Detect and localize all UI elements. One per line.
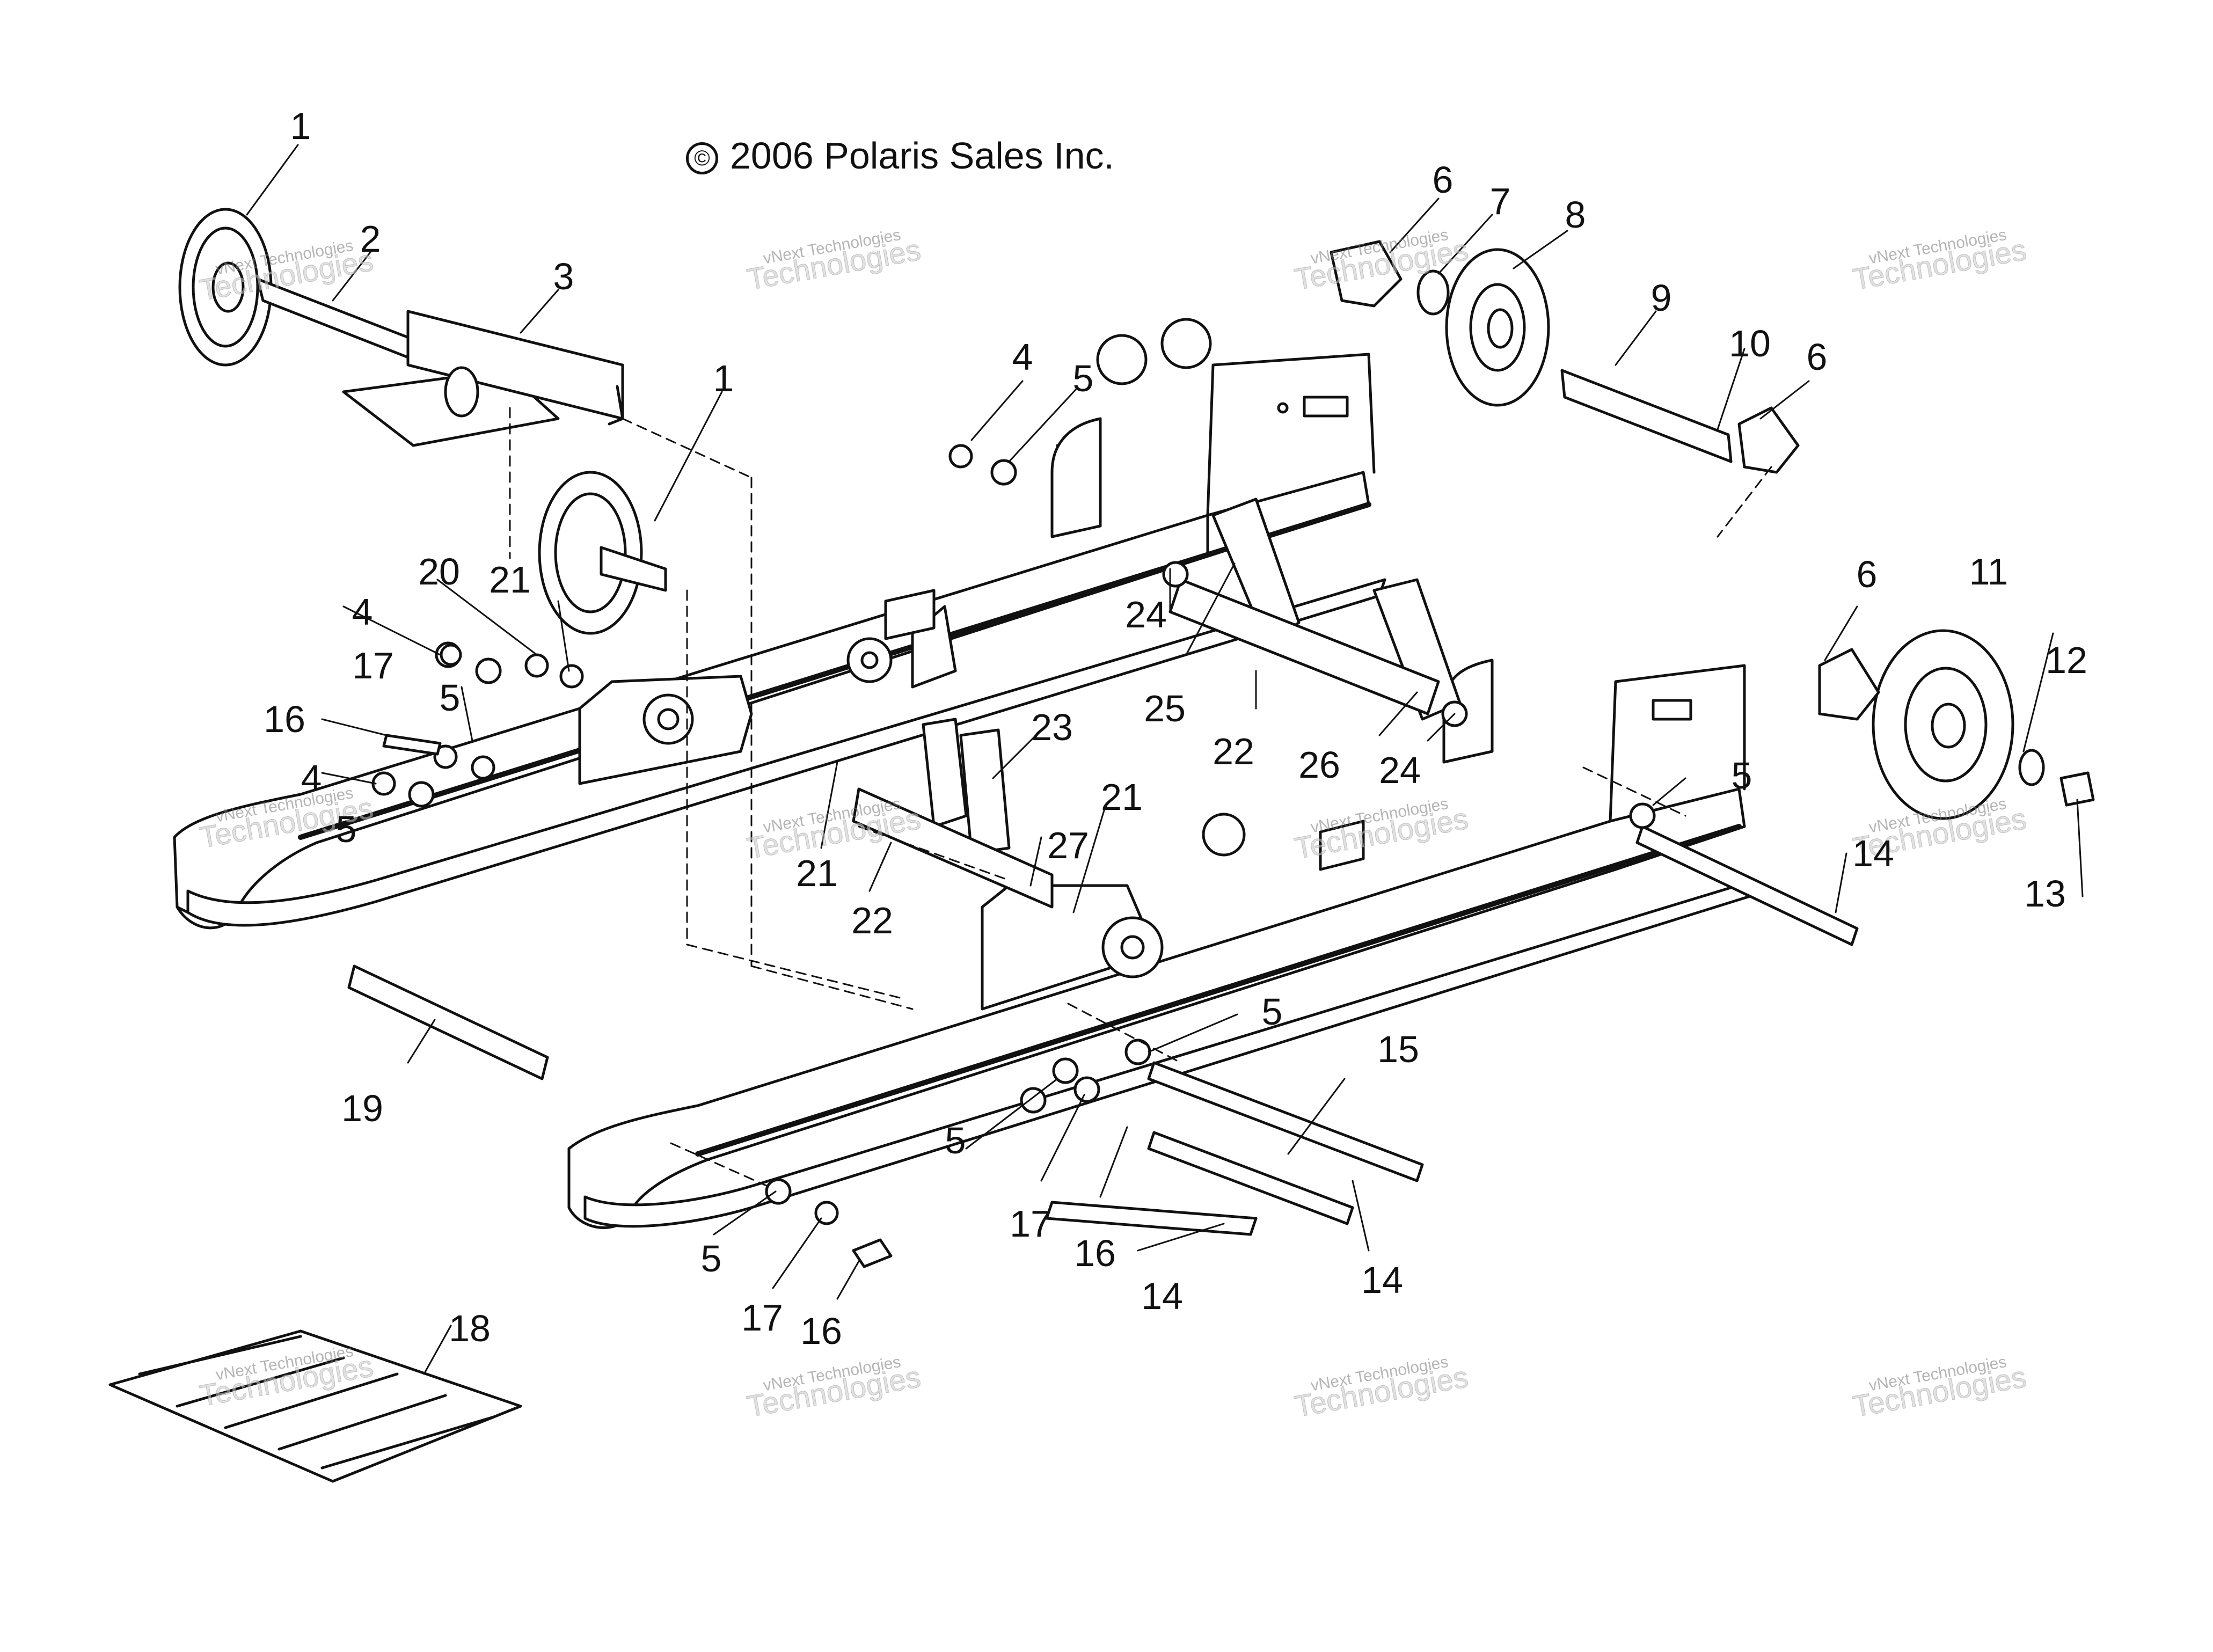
callout-6: 6 [1432, 159, 1454, 201]
callout-6: 6 [1806, 336, 1828, 378]
callout-5: 5 [1261, 991, 1283, 1033]
cap-6-wheel [1818, 648, 1880, 721]
bolt-16-bottom [852, 1238, 893, 1268]
callout-14: 14 [1852, 832, 1894, 874]
spacer-tube-19 [347, 964, 549, 1080]
callout-6: 6 [1856, 553, 1878, 595]
callout-24: 24 [1125, 594, 1167, 635]
cap-6-top [1330, 240, 1403, 308]
callout-5: 5 [439, 677, 461, 719]
callout-18: 18 [449, 1307, 491, 1349]
axle-9 [1560, 369, 1733, 463]
callout-5: 5 [1072, 357, 1094, 399]
callout-5: 5 [700, 1238, 722, 1280]
callout-25: 25 [1144, 688, 1186, 729]
callout-15: 15 [1377, 1028, 1419, 1070]
bolt-13 [2059, 771, 2095, 807]
callout-10: 10 [1729, 323, 1771, 364]
callout-16: 16 [800, 1310, 842, 1352]
bolt-14-right [1635, 825, 1859, 946]
callout-21: 21 [489, 559, 531, 601]
washer-12 [2018, 749, 2045, 786]
callout-3: 3 [553, 255, 574, 297]
callout-17: 17 [352, 645, 394, 686]
callout-8: 8 [1565, 194, 1586, 236]
callout-9: 9 [1650, 277, 1672, 319]
track-section-18 [108, 1329, 522, 1483]
idler-wheel-8 [1445, 248, 1550, 407]
callout-7: 7 [1489, 180, 1511, 222]
front-arm-23 [922, 718, 1011, 855]
right-rail [567, 659, 1757, 1229]
callout-14: 14 [1141, 1275, 1183, 1317]
callout-5: 5 [945, 1120, 966, 1161]
callout-17: 17 [741, 1297, 783, 1339]
callout-5: 5 [335, 808, 357, 850]
bolt-15 [1147, 1061, 1424, 1182]
callout-1: 1 [713, 357, 734, 399]
callout-27: 27 [1047, 824, 1089, 866]
axle-bracket-3 [342, 310, 624, 447]
cap-6-right [1737, 406, 1800, 474]
callout-11: 11 [1969, 551, 2009, 593]
callout-2: 2 [360, 218, 381, 260]
callout-22: 22 [851, 900, 893, 941]
idler-wheel-11 [1872, 629, 2014, 820]
callout-20: 20 [418, 551, 460, 593]
idler-wheel-1-center [538, 471, 667, 635]
hardware-nuts [371, 444, 973, 796]
callout-5: 5 [1731, 755, 1752, 796]
callout-4: 4 [301, 757, 322, 799]
callout-21: 21 [796, 852, 838, 894]
callout-21: 21 [1101, 776, 1143, 818]
callout-23: 23 [1031, 706, 1073, 748]
bolt-16-left [382, 734, 442, 756]
copyright-text: 2006 Polaris Sales Inc. [730, 135, 1114, 177]
callout-16: 16 [1074, 1232, 1116, 1274]
callout-4: 4 [352, 591, 373, 633]
callout-12: 12 [2046, 639, 2087, 681]
left-rail [173, 318, 1386, 930]
callout-26: 26 [1298, 744, 1340, 786]
callout-17: 17 [1010, 1203, 1051, 1245]
copyright-symbol: © [686, 142, 718, 174]
callout-14: 14 [1361, 1259, 1403, 1301]
callout-16: 16 [264, 698, 305, 740]
callout-4: 4 [1012, 336, 1033, 378]
torque-arm-26 [1168, 498, 1462, 721]
copyright-notice: © 2006 Polaris Sales Inc. [686, 134, 1114, 177]
bolt-14-center [1147, 1131, 1354, 1225]
callout-19: 19 [341, 1087, 383, 1129]
spacer-ring-7 [1416, 269, 1450, 316]
bolt-14-lower [1045, 1201, 1258, 1236]
callout-24: 24 [1379, 749, 1421, 791]
callout-22: 22 [1213, 730, 1254, 772]
callout-1: 1 [290, 105, 311, 147]
callout-13: 13 [2024, 873, 2066, 915]
